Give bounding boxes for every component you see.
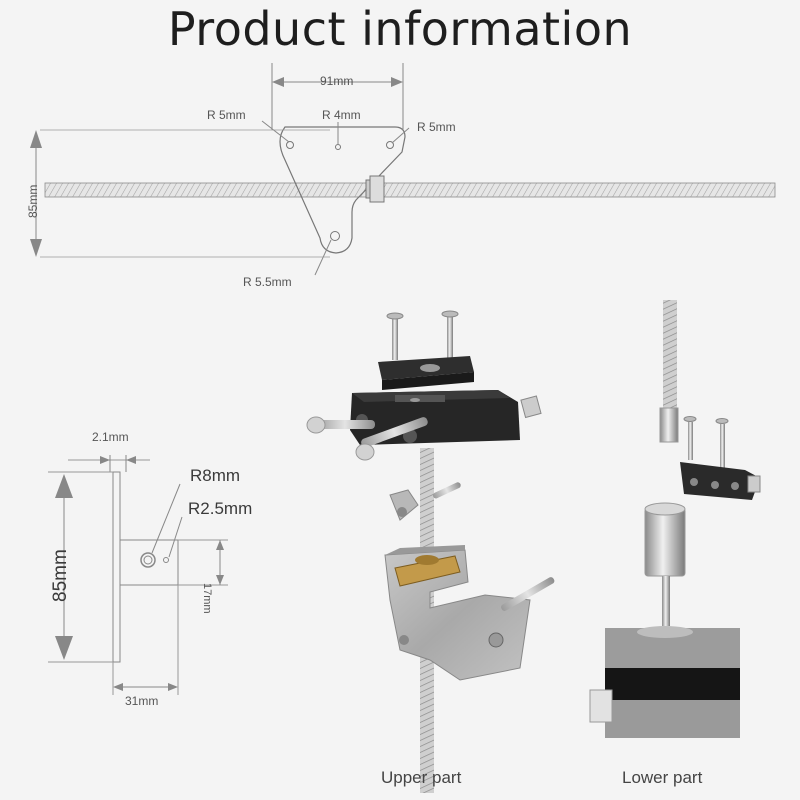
side-bracket-drawing bbox=[48, 455, 228, 695]
radius-left-label: R 5mm bbox=[207, 108, 246, 122]
offset-17-label: 17mm bbox=[201, 583, 213, 614]
lower-part-illustration bbox=[589, 300, 761, 738]
bracket-outline bbox=[279, 126, 406, 254]
side-height-label: 85mm bbox=[50, 549, 71, 602]
radius-bottom-label: R 5.5mm bbox=[243, 275, 292, 289]
lower-part-caption: Lower part bbox=[622, 768, 703, 787]
radius-right-label: R 5mm bbox=[417, 120, 456, 134]
width-31-label: 31mm bbox=[125, 694, 159, 708]
width-91-label: 91mm bbox=[320, 74, 354, 88]
screw-nut bbox=[369, 175, 385, 203]
radius-mid-label: R 4mm bbox=[322, 108, 361, 122]
upper-part-caption: Upper part bbox=[381, 768, 462, 787]
radius-small-label: R2.5mm bbox=[188, 499, 253, 518]
height-85-label: 85mm bbox=[26, 184, 40, 218]
upper-part-illustration bbox=[306, 310, 555, 793]
radius-large-label: R8mm bbox=[190, 466, 241, 485]
thickness-label: 2.1mm bbox=[92, 430, 129, 444]
page-title: Product information bbox=[167, 2, 633, 56]
lead-screw-horizontal bbox=[44, 182, 776, 198]
